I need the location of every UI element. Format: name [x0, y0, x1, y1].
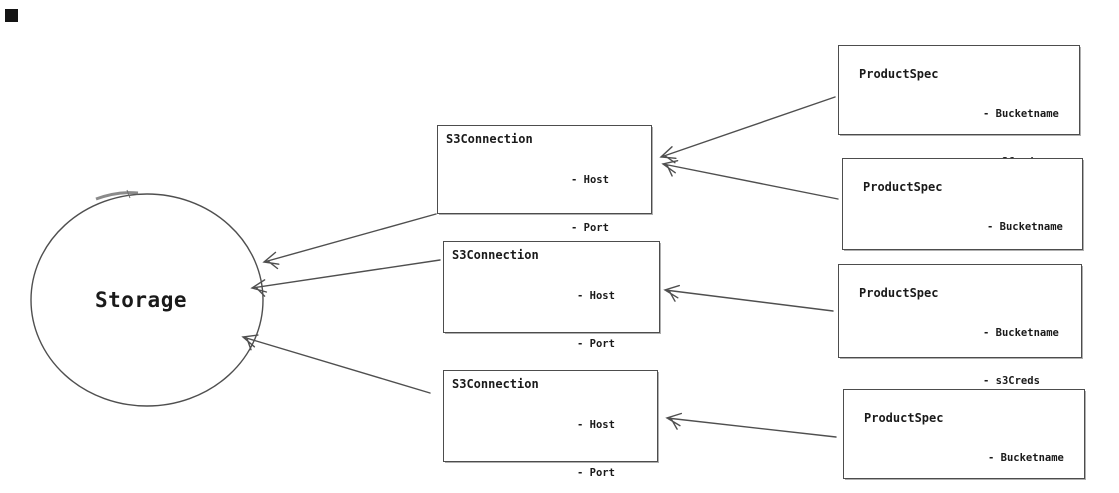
- attribute-port: - Port: [577, 467, 615, 479]
- attribute-host: - Host: [571, 174, 609, 186]
- node-title: S3Connection: [452, 377, 539, 391]
- node-productspec-2[interactable]: ProductSpec - Bucketname - s3Creds: [842, 158, 1083, 281]
- arrow-productspec-1-to-s3connection-1: [659, 96, 836, 164]
- arrow-productspec-3-to-s3connection-2: [663, 284, 834, 312]
- node-title: ProductSpec: [859, 67, 939, 81]
- attribute-bucketname: - Bucketname: [983, 108, 1059, 120]
- attribute-port: - Port: [577, 338, 615, 350]
- top-left-marker: [5, 9, 18, 22]
- node-productspec-3[interactable]: ProductSpec - Bucketname - s3Creds: [838, 264, 1082, 387]
- attribute-host: - Host: [577, 290, 615, 302]
- storage-label: Storage: [94, 288, 187, 312]
- node-title: S3Connection: [452, 248, 539, 262]
- attribute-host: - Host: [577, 419, 615, 431]
- node-s3connection-2[interactable]: S3Connection - Host - Port - TLS: [443, 241, 660, 398]
- attribute-bucketname: - Bucketname: [987, 221, 1063, 233]
- arrow-productspec-4-to-s3connection-3: [665, 412, 837, 438]
- arrow-s3connection-2-to-storage: [250, 259, 441, 297]
- attribute-s3creds: - s3Creds: [983, 375, 1040, 387]
- storage-circle-pen-tick: [126, 189, 131, 199]
- node-productspec-1[interactable]: ProductSpec - Bucketname - s3Creds: [838, 45, 1080, 168]
- arrow-s3connection-1-to-storage: [262, 213, 437, 270]
- node-s3connection-3[interactable]: S3Connection - Host - Port - TLS: [443, 370, 658, 479]
- node-s3connection-1[interactable]: S3Connection - Host - Port - TLS: [437, 125, 652, 282]
- storage-circle-pen-overlap: [95, 191, 139, 201]
- arrow-s3connection-3-to-storage: [241, 334, 431, 394]
- attribute-bucketname: - Bucketname: [988, 452, 1064, 464]
- storage-circle[interactable]: [30, 193, 264, 407]
- node-title: ProductSpec: [863, 180, 943, 194]
- arrow-productspec-2-to-s3connection-1: [661, 160, 839, 200]
- node-productspec-4[interactable]: ProductSpec - Bucketname - s3Creds: [843, 389, 1085, 479]
- node-storage[interactable]: Storage: [31, 193, 263, 407]
- attribute-bucketname: - Bucketname: [983, 327, 1059, 339]
- node-title: ProductSpec: [859, 286, 939, 300]
- node-title: ProductSpec: [864, 411, 944, 425]
- attribute-port: - Port: [571, 222, 609, 234]
- node-title: S3Connection: [446, 132, 533, 146]
